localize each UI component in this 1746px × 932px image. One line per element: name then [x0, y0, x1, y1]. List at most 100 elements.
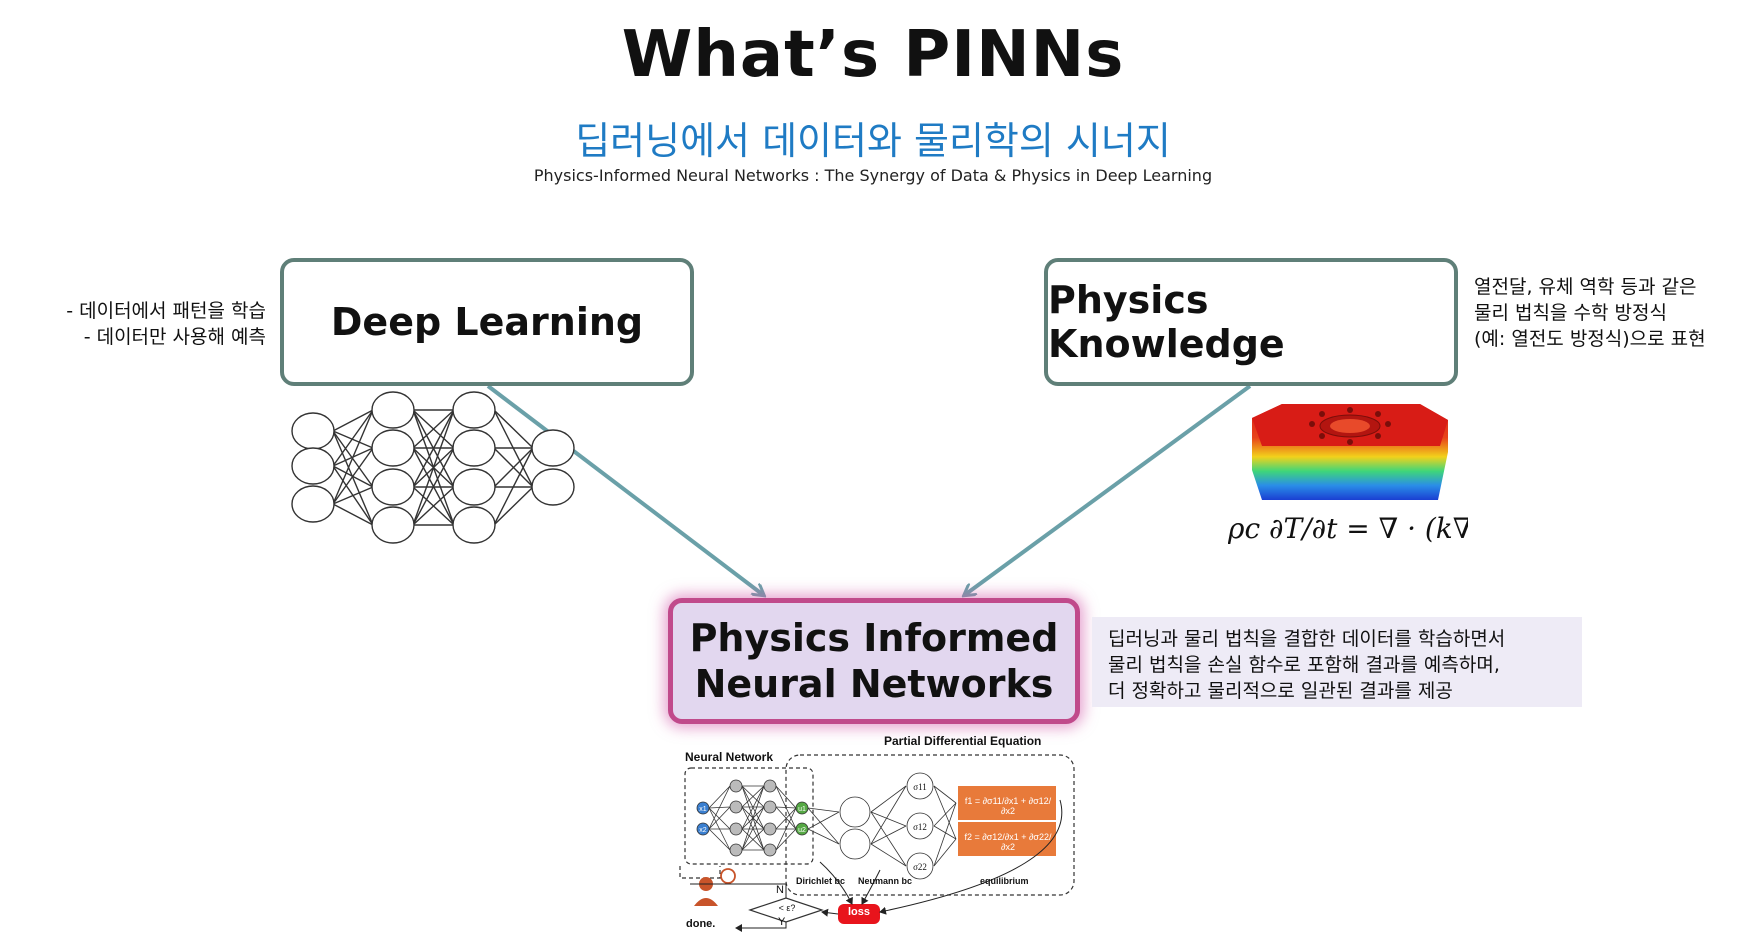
nn-node: [371, 429, 415, 467]
nn-edge: [332, 447, 374, 505]
nn-node: [371, 506, 415, 544]
pinn-edge: [870, 785, 907, 813]
nn-edge: [332, 430, 374, 488]
sigma-node: [906, 772, 934, 800]
nn-edge: [412, 486, 455, 526]
pinn-note: 딥러닝과 물리 법칙을 결합한 데이터를 학습하면서: [1108, 628, 1506, 650]
output-label: u1: [798, 806, 806, 813]
pinn-edge: [775, 807, 797, 851]
sigma-label: σ22: [913, 862, 927, 872]
derivative-node: [839, 828, 871, 860]
sigma-node: [906, 852, 934, 880]
pinn-edge: [775, 785, 797, 809]
nn-edge: [332, 430, 374, 449]
input-label: x2: [699, 827, 707, 834]
pinn-edge: [741, 785, 765, 808]
pinn-box: Physics Informed Neural Networks: [668, 598, 1080, 724]
pinn-edge: [708, 785, 731, 830]
nn-edge: [332, 503, 374, 526]
nn-node: [371, 391, 415, 429]
nn-edge: [332, 409, 374, 432]
pinn-edge: [807, 807, 840, 845]
subtitle-english: Physics-Informed Neural Networks : The S…: [533, 166, 1213, 185]
pinn-edge: [741, 785, 765, 830]
pinn-edge: [708, 785, 731, 809]
nn-edge: [493, 486, 534, 526]
pinn-node: [729, 779, 743, 793]
pinn-node: [763, 779, 777, 793]
pinn-node: [729, 800, 743, 814]
nn-edge: [332, 409, 374, 505]
pinn-edge: [741, 806, 765, 851]
arrow-deep-learning-to-pinn: [486, 384, 762, 594]
arrow-physics-to-pinn: [966, 384, 1252, 594]
no-label: N: [776, 884, 784, 896]
nn-node: [452, 391, 496, 429]
f1-equation: f1 = ∂σ11/∂x1 + ∂σ12/∂x2: [964, 796, 1052, 816]
nn-label: Neural Network: [685, 750, 774, 764]
pinn-note: 더 정확하고 물리적으로 일관된 결과를 제공: [1108, 680, 1453, 702]
subtitle-korean: 딥러닝에서 데이터와 물리학의 시너지: [575, 119, 1171, 163]
pinn-node: [696, 801, 710, 815]
pinn-edge: [807, 828, 840, 845]
pinn-edge: [775, 828, 797, 851]
loss-label: loss: [847, 906, 870, 918]
neumann-label: Neumann bc: [858, 876, 913, 886]
pinn-note: 물리 법칙을 손실 함수로 포함해 결과를 예측하며,: [1108, 654, 1500, 676]
yes-label: Y: [778, 916, 786, 928]
nn-edge: [493, 447, 534, 488]
neural-network-illustration: [291, 391, 575, 544]
f2-equation: f2 = ∂σ12/∂x1 + ∂σ22/∂x2: [964, 832, 1052, 852]
dirichlet-label: Dirichlet bc: [796, 876, 846, 886]
pinn-edge: [933, 825, 957, 840]
pinn-edge: [870, 843, 907, 867]
deep-learning-notes: - 데이터에서 패턴을 학습 - 데이터만 사용해 예측: [30, 298, 266, 350]
pinn-edge: [775, 806, 797, 809]
pinn-edge: [870, 811, 907, 867]
sigma-label: σ12: [913, 822, 927, 832]
pinn-node: [729, 843, 743, 857]
pinn-edge: [741, 785, 765, 851]
nn-node: [291, 485, 335, 523]
sigma-node: [906, 812, 934, 840]
deep-learning-box: Deep Learning: [280, 258, 694, 386]
sigma-label: σ11: [913, 782, 927, 792]
pinn-edge: [807, 811, 840, 830]
nn-edge: [332, 430, 374, 526]
input-label: x1: [699, 806, 707, 813]
pinn-edge: [870, 785, 907, 845]
pinn-edge: [708, 806, 731, 830]
pinn-label-line2: Neural Networks: [694, 662, 1054, 706]
physics-note: (예: 열전도 방정식)으로 표현: [1474, 328, 1706, 350]
pinn-edge: [933, 802, 957, 867]
nn-edge: [412, 447, 455, 526]
heat-equation: ρc ∂T/∂t = ∇ · (k∇T): [1228, 512, 1468, 545]
pinn-node: [763, 822, 777, 836]
deep-learning-note: - 데이터만 사용해 예측: [83, 326, 266, 348]
done-label: done.: [686, 918, 716, 930]
pinn-edge: [807, 807, 840, 813]
equilibrium-label: equilibrium: [980, 876, 1029, 886]
nn-edge: [412, 409, 455, 488]
pinn-edge: [933, 802, 957, 827]
physics-note: 열전달, 유체 역학 등과 같은: [1474, 276, 1697, 298]
nn-node: [291, 447, 335, 485]
nn-node: [531, 429, 575, 467]
nn-edge: [412, 409, 455, 449]
physics-note: 물리 법칙을 수학 방정식: [1474, 302, 1667, 324]
nn-node: [291, 412, 335, 450]
pinn-edge: [933, 838, 957, 867]
nn-edge: [412, 409, 455, 526]
nn-node: [452, 468, 496, 506]
decision-label: < ε?: [778, 903, 796, 913]
pinn-node: [763, 843, 777, 857]
pinn-node: [729, 822, 743, 836]
pinn-node: [795, 822, 809, 836]
nn-edge: [332, 486, 374, 505]
deep-learning-note: - 데이터에서 패턴을 학습: [66, 300, 266, 322]
pinn-edge: [708, 828, 731, 851]
physics-knowledge-notes: 열전달, 유체 역학 등과 같은 물리 법칙을 수학 방정식 (예: 열전도 방…: [1474, 274, 1746, 352]
pinn-edge: [870, 811, 907, 827]
